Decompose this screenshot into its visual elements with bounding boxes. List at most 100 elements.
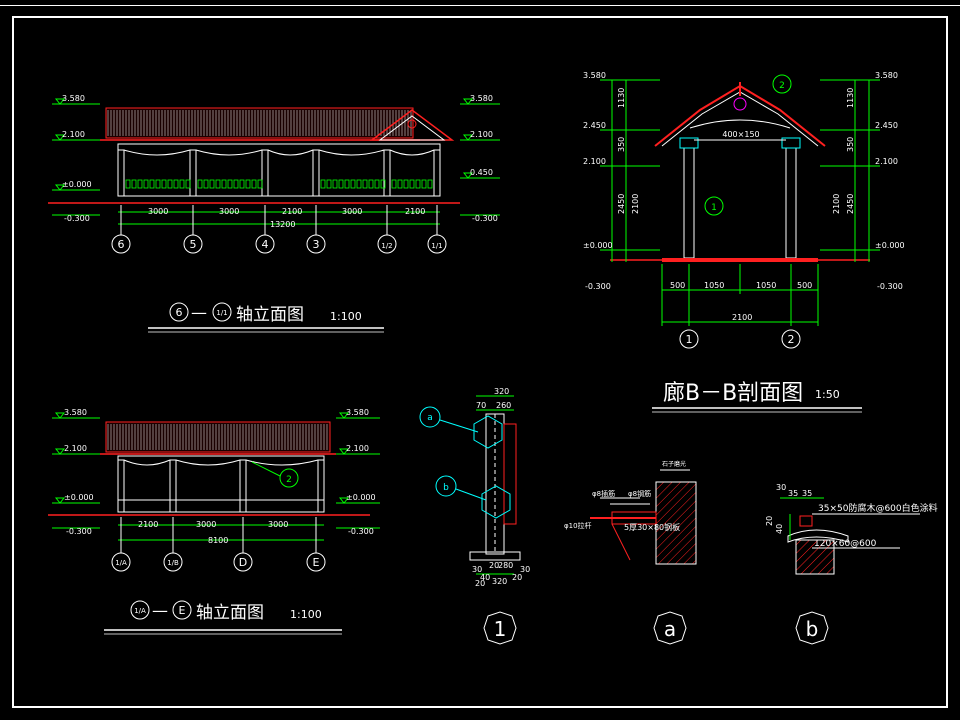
detail-a-brace [611,523,631,561]
detail-a-note-2: φ8钢筋 [628,489,651,498]
elev1-title-scale: 1:100 [330,310,362,323]
elev2-axis-1: 1/B [167,559,179,567]
detail1-callout-a-circle [419,406,441,428]
elev2-level-right-2: ±0.000 [346,493,376,502]
elev2-title-scale: 1:100 [290,608,322,621]
section-level-left-1: 2.450 [583,121,606,130]
detail1-callout-shapes [473,415,511,519]
section-level-right-1: 2.450 [875,121,898,130]
detail1-callout-b-circle [435,475,457,497]
elevation-1a-to-e: 2100 3000 3000 8100 1/A 1/B D E 3.580 2.… [48,408,380,635]
drawing-frame [12,16,948,708]
section-level-right-4: -0.300 [877,282,903,291]
detail-a-label: a [664,617,676,641]
detail-b: 30 35 35 20 40 35×50防腐木@600白色涂料 120×60@6… [765,483,938,645]
elev2-dim-0: 2100 [138,520,158,529]
elev2-axis-3: E [313,556,320,569]
elev2-level-right-3: -0.300 [348,527,374,536]
elev1-level-left-3: -0.300 [64,214,90,223]
elev2-title-from: 1/A [134,607,146,615]
detail1-callout-b: b [443,483,449,493]
elev1-dim-0: 3000 [148,207,168,216]
elev2-level-left-3: -0.300 [66,527,92,536]
section-vdim-right-2: 2450 [846,194,855,214]
section-axis-1: 2 [788,333,795,346]
detail-b-label-octagon [795,611,829,645]
detail1-top-dim-2: 260 [496,401,511,410]
section-level-right-0: 3.580 [875,71,898,80]
elev2-title-dash: — [152,601,168,620]
elev2-dim-2: 3000 [268,520,288,529]
section-vdim-left-2: 2450 [617,194,626,214]
detail-b-top-dim-1: 35 [788,489,798,498]
detail1-bottom-dim-3: 30 [520,565,530,574]
detail-b-note-1: 120×60@600 [814,539,877,549]
detail1-bottom-dim-5: 320 [492,577,507,586]
elev1-axis-4: 1/2 [381,242,392,250]
detail1-callout-a: a [427,413,433,423]
section-dim-3: 500 [797,281,812,290]
elev2-dim-1: 3000 [196,520,216,529]
section-scale: 1:50 [815,388,840,401]
elev2-dimension-chain [118,524,324,541]
section-level-left-3: ±0.000 [583,241,613,250]
detail-b-top-dim-2: 35 [802,489,812,498]
section-level-left-2: 2.100 [583,157,606,166]
section-beam-label: 400×150 [722,130,759,139]
elev2-detail-leader [251,461,281,477]
section-dim-total: 2100 [732,313,752,322]
elev1-axis-2: 4 [262,238,269,251]
detail1-leader-b [455,488,487,501]
detail1-top-dim-1: 70 [476,401,486,410]
detail-a-note-0: 石子磨光 [662,460,686,468]
section-dim-1: 1050 [704,281,724,290]
section-level-left-0: 3.580 [583,71,606,80]
detail1-bottom-dim-7: 20 [512,573,522,582]
elev1-roof [100,107,455,141]
elev1-axis-0: 6 [118,238,125,251]
detail1-leader-a [439,419,479,433]
section-callout-top: 2 [779,81,785,91]
detail1-bottom-dim-4: 40 [480,573,490,582]
detail-a-label-octagon [653,611,687,645]
section-callout-mid: 1 [711,203,717,213]
section-callout-mid-circle [704,196,724,216]
elev1-axis-3: 3 [313,238,320,251]
elev1-level-left-1: 2.100 [62,130,85,139]
elev1-level-left-0: 3.580 [62,94,85,103]
elev1-axis-bubbles [111,205,447,254]
elev2-axis-bubbles [111,517,326,572]
section-vdim-left-0: 1130 [617,88,626,108]
section-level-right-2: 2.100 [875,157,898,166]
detail1-red-member [503,423,517,525]
elev2-dim-total: 8100 [208,536,228,545]
section-horizontal-dims [661,264,819,326]
elev1-title-text: 轴立面图 [236,305,304,325]
detail1-label: 1 [494,617,507,641]
detail-b-cap [787,529,849,543]
elev2-title-to: E [179,604,186,617]
detail-b-block [799,515,813,527]
detail-a-note-3: φ10拉杆 [564,521,592,530]
elev1-dim-total: 13200 [270,220,295,229]
section-vdim-right-0: 1130 [846,88,855,108]
detail-b-note-0: 35×50防腐木@600白色涂料 [818,502,938,514]
section-title: 廊B－B剖面图 [663,381,803,406]
elev1-axis-5: 1/1 [431,242,442,250]
elev2-level-right-0: 3.580 [346,408,369,417]
elev2-level-left-2: ±0.000 [64,493,94,502]
elev1-level-marks [52,98,500,216]
section-columns [679,137,801,259]
detail1-bottom-dim-6: 20 [475,579,485,588]
elev1-title-dash: — [191,303,207,322]
elev2-title-block: 1/A — E 轴立面图 1:100 [104,600,342,635]
section-axis-bubble-2 [781,329,801,349]
detail-b-top-dim-0: 30 [776,483,786,492]
detail-1: 320 70 260 a b 20 280 30 30 40 320 20 20… [419,387,530,645]
elev1-level-right-3: -0.300 [472,214,498,223]
detail-a-plate [611,511,657,525]
section-level-left-4: -0.300 [585,282,611,291]
elev2-axis-0: 1/A [115,559,127,567]
section-vdim-left-1: 350 [617,137,626,152]
section-roof [654,82,826,147]
